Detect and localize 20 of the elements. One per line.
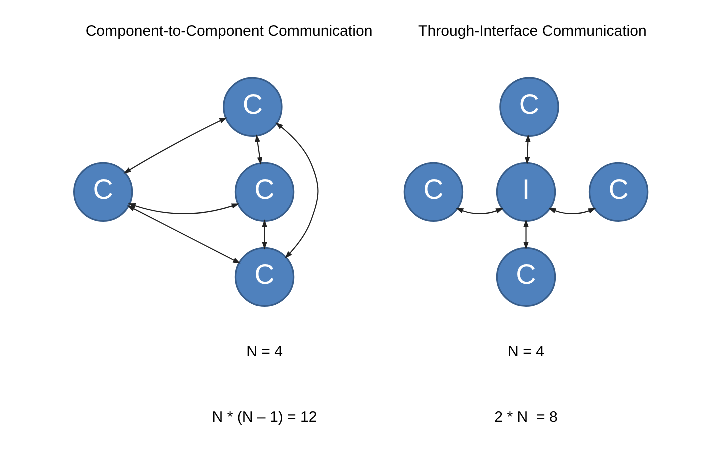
arrow xyxy=(262,220,267,250)
node-circle: C xyxy=(234,162,294,222)
arrow xyxy=(123,118,227,174)
label: N = 4 xyxy=(508,343,544,360)
arrow xyxy=(548,208,596,214)
label: N * (N – 1) = 12 xyxy=(212,409,317,426)
label: 2 * N = 8 xyxy=(494,409,558,426)
arrow xyxy=(524,134,530,165)
node-circle: C xyxy=(234,247,294,308)
arrow xyxy=(128,204,239,214)
arrow xyxy=(254,134,262,165)
label: N = 4 xyxy=(246,343,282,360)
arrow xyxy=(126,206,240,264)
label: Through-Interface Communication xyxy=(418,22,646,40)
label: Component-to-Component Communication xyxy=(85,22,372,40)
arrow xyxy=(275,122,318,259)
node-circle: C xyxy=(496,247,556,308)
node-circle: C xyxy=(499,77,559,138)
arrow xyxy=(456,208,504,214)
arrow xyxy=(523,220,528,250)
